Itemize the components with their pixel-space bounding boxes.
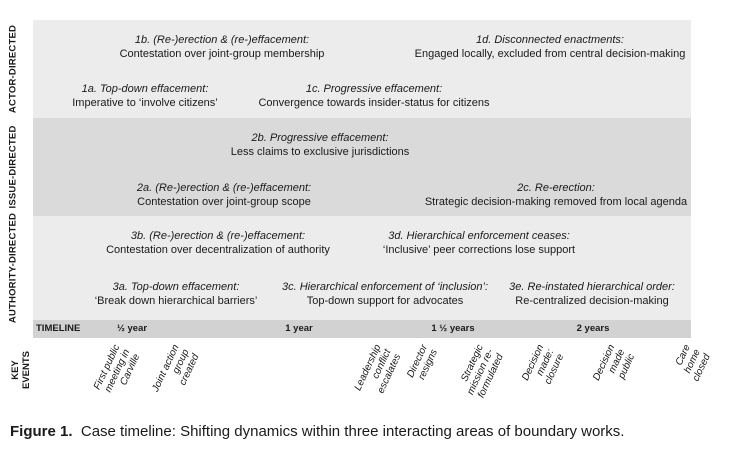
cell-1c: 1c. Progressive effacement: Convergence … [258, 82, 489, 110]
cell-1b: 1b. (Re-)erection & (re-)effacement: Con… [120, 33, 325, 61]
cell-3d: 3d. Hierarchical enforcement ceases: ‘In… [383, 229, 575, 257]
cell-3c: 3c. Hierarchical enforcement of ‘inclusi… [282, 280, 488, 308]
cell-3b-desc: Contestation over decentralization of au… [106, 244, 330, 256]
cell-2b-desc: Less claims to exclusive jurisdictions [230, 146, 410, 158]
issue-directed-band [33, 118, 691, 216]
cell-3c-title: 3c. Hierarchical enforcement of ‘inclusi… [281, 281, 489, 293]
timeline-mark-1-year: 1 year [285, 323, 313, 334]
timeline-mark-2-years: 2 years [576, 323, 610, 334]
cell-1c-desc: Convergence towards insider-status for c… [258, 97, 490, 109]
cell-1a: 1a. Top-down effacement: Imperative to ‘… [72, 82, 218, 110]
cell-2a: 2a. (Re-)erection & (re-)effacement: Con… [137, 181, 311, 209]
caption-label: Figure 1. [10, 423, 73, 440]
cell-2a-desc: Contestation over joint-group scope [137, 196, 311, 208]
cell-2b: 2b. Progressive effacement: Less claims … [231, 131, 410, 159]
key-events-label-line2: EVENTS [21, 350, 32, 390]
cell-2a-title: 2a. (Re-)erection & (re-)effacement: [136, 182, 312, 194]
cell-3e-desc: Re-centralized decision-making [515, 295, 669, 307]
timeline-band [33, 320, 691, 338]
caption-text: Case timeline: Shifting dynamics within … [80, 423, 625, 440]
cell-3d-desc: ‘Inclusive’ peer corrections lose suppor… [382, 244, 576, 256]
cell-2c-title: 2c. Re-erection: [517, 182, 595, 194]
key-events-label-line1: KEY [10, 360, 21, 380]
cell-3c-desc: Top-down support for advocates [306, 295, 464, 307]
cell-3e-title: 3e. Re-instated hierarchical order: [509, 281, 675, 293]
cell-3a-title: 3a. Top-down effacement: [112, 281, 240, 293]
cell-1b-title: 1b. (Re-)erection & (re-)effacement: [134, 34, 310, 46]
figure-caption: Figure 1. Case timeline: Shifting dynami… [10, 423, 624, 440]
cell-1c-title: 1c. Progressive effacement: [305, 83, 443, 95]
cell-3b: 3b. (Re-)erection & (re-)effacement: Con… [106, 229, 330, 257]
cell-3d-title: 3d. Hierarchical enforcement ceases: [388, 230, 570, 242]
timeline-mark-half-year: ½ year [116, 323, 148, 334]
actor-directed-band [33, 20, 691, 118]
cell-3b-title: 3b. (Re-)erection & (re-)effacement: [130, 230, 306, 242]
cell-2c: 2c. Re-erection: Strategic decision-maki… [425, 181, 687, 209]
authority-directed-band [33, 216, 691, 320]
cell-1b-desc: Contestation over joint-group membership [119, 48, 325, 60]
cell-3a: 3a. Top-down effacement: ‘Break down hie… [95, 280, 258, 308]
cell-1d: 1d. Disconnected enactments: Engaged loc… [415, 33, 686, 61]
cell-2c-desc: Strategic decision-making removed from l… [424, 196, 688, 208]
timeline-mark-1-half-years: 1 ½ years [431, 323, 475, 334]
timeline-label: TIMELINE [36, 323, 81, 334]
cell-1d-title: 1d. Disconnected enactments: [476, 34, 624, 46]
cell-1a-title: 1a. Top-down effacement: [81, 83, 209, 95]
cell-3e: 3e. Re-instated hierarchical order: Re-c… [509, 280, 675, 308]
cell-1d-desc: Engaged locally, excluded from central d… [414, 48, 686, 60]
cell-2b-title: 2b. Progressive effacement: [251, 132, 389, 144]
cell-1a-desc: Imperative to ‘involve citizens’ [72, 97, 218, 109]
cell-3a-desc: ‘Break down hierarchical barriers’ [94, 295, 258, 307]
